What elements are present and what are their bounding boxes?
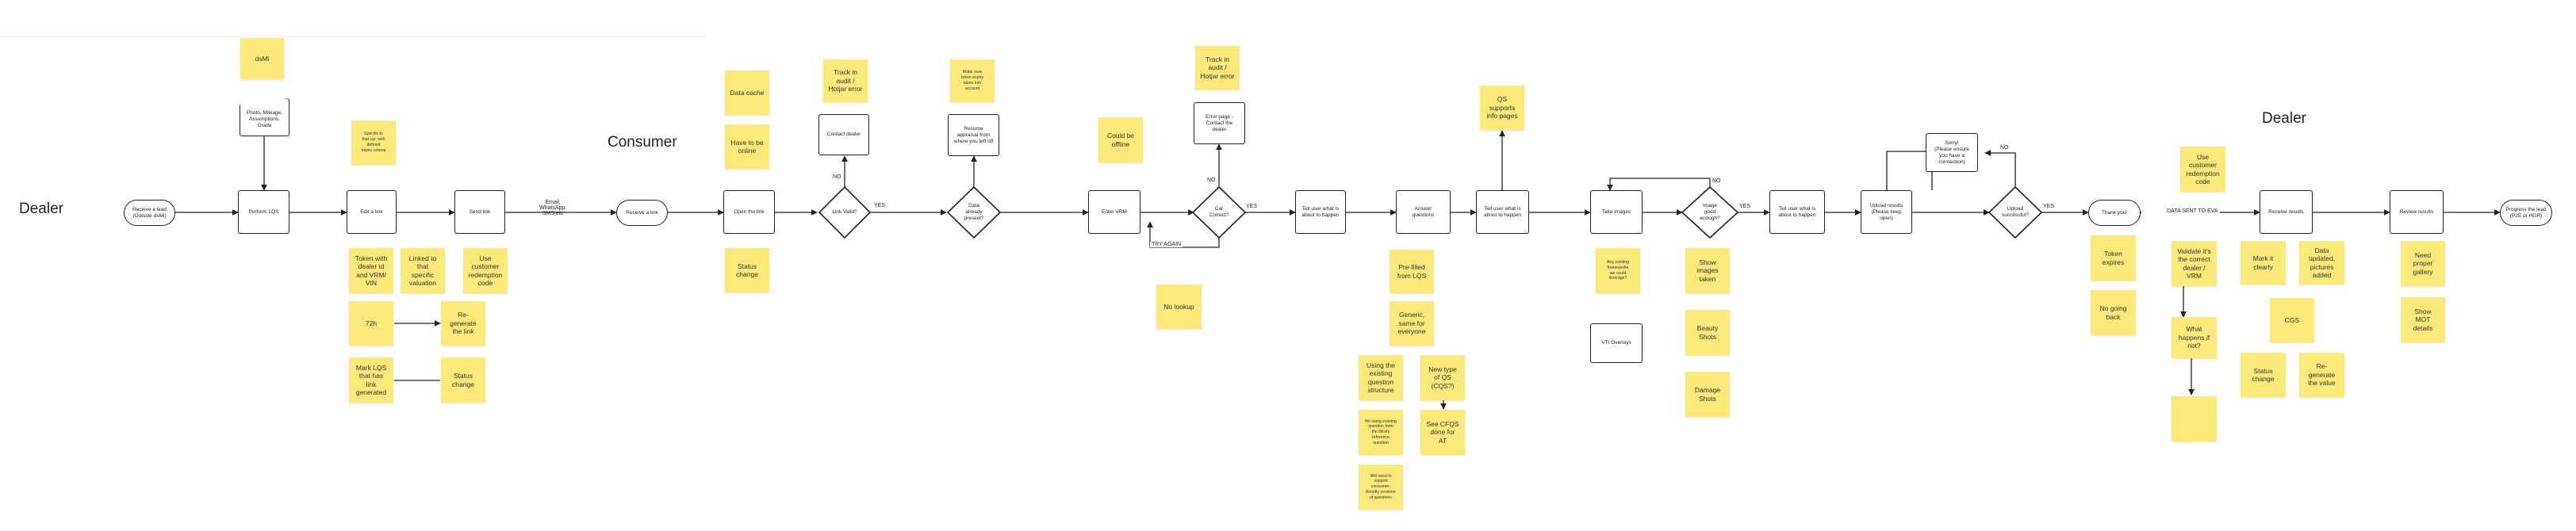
node-take-images[interactable]: Take images [1590,190,1643,234]
node-enter-vrm[interactable]: Enter VRM [1088,190,1140,234]
edge-label-yes-upload: YES [2043,204,2055,209]
sticky-regenerate-value[interactable]: Re- generate the value [2299,353,2344,397]
sticky-track-audit-2[interactable]: Track in audit / Hotjar error [1195,46,1240,90]
node-tell-user-3[interactable]: Tell user what is about to happen [1769,190,1825,234]
edge-label-channels: Email, WhatsApp, SMS etc [539,200,567,216]
sticky-show-mot[interactable]: Show MOT details [2401,297,2445,342]
sticky-will-need[interactable]: Will need to support consumer- friendly … [1359,464,1403,510]
edge-label-yes-link: YES [874,203,886,208]
edge-label-yes-image: YES [1739,204,1751,209]
node-data-already-present: Data already present? [964,203,984,221]
sticky-mark-lqs[interactable]: Mark LQS that has link generated [349,357,393,403]
sticky-make-sure-token[interactable]: Make sure token expiry taken into accoun… [950,59,995,102]
sticky-see-cfqs[interactable]: See CFQS done for AT [1420,410,1465,455]
sticky-qs-supports[interactable]: QS supports info pages [1480,86,1524,130]
node-receive-link[interactable]: Receive a link [616,200,668,226]
sticky-linked-valuation[interactable]: Linked to that specific valuation [401,248,445,293]
node-tell-user-1[interactable]: Tell user what is about to happen [1295,190,1346,234]
node-send-link[interactable]: Send link [454,190,505,234]
sticky-dsmi[interactable]: dsMi [240,38,284,79]
sticky-any-existing[interactable]: Any existing frameworks we could leverag… [1596,248,1640,293]
sticky-status-change-3[interactable]: Status change [2241,353,2286,397]
edge-label-no-link: NO [833,174,841,180]
node-thank-you[interactable]: Thank you! [2088,200,2141,226]
sticky-no-lookup[interactable]: No lookup [1156,285,1202,329]
node-resume-appraisal[interactable]: Resume appraisal from where you left off [948,114,999,156]
sticky-no-using-existing[interactable]: No using existing question from the libr… [1359,410,1403,455]
node-link-valid: Link Valid? [832,209,857,215]
sticky-data-updated[interactable]: Data updated, pictures added [2299,241,2344,285]
node-review-results[interactable]: Review results [2390,190,2444,234]
sticky-cgs[interactable]: CGS [2270,298,2314,342]
node-edit-link[interactable]: Edit a link [347,190,397,234]
node-image-good: Image good enough? [1700,203,1720,221]
sticky-could-offline[interactable]: Could be offline [1098,117,1143,162]
sticky-new-type[interactable]: New type of QS (CQS?) [1420,355,1465,400]
node-receive-results[interactable]: Receive results [2260,190,2313,234]
sticky-track-audit-1[interactable]: Track in audit / Hotjar error [823,59,868,102]
node-contact-dealer[interactable]: Contact dealer [818,114,869,155]
edge-label-yes-car: YES [1246,204,1258,209]
edge-label-data-sent: DATA SENT TO EVA [2165,208,2220,214]
sticky-what-happens[interactable]: What happens if not? [2172,317,2217,358]
node-upload-results[interactable]: Upload results (Please keep open) [1861,190,1912,234]
node-open-link[interactable]: Open the link [723,190,775,234]
node-progress-lead[interactable]: Progress the lead (P2E or HGR) [2500,200,2552,226]
sticky-no-going-back[interactable]: No going back [2091,290,2136,335]
node-receive-lead[interactable]: Receive a lead (Outside dsMi) [124,200,175,226]
sticky-damage-shots[interactable]: Damage Shots [1685,372,1730,417]
heading-dealer-left: Dealer [19,201,63,217]
sticky-have-online[interactable]: Have to be online [725,124,769,169]
sticky-72h[interactable]: 72h [349,301,393,346]
sticky-generic[interactable]: Generic, same for everyone [1390,301,1434,346]
node-vti-overlays[interactable]: VTI Overlays [1590,323,1643,363]
sticky-use-code-1[interactable]: Use customer redemption code [463,248,508,293]
sticky-data-cache[interactable]: Data cache [725,71,769,115]
sticky-token-expires[interactable]: Token expires [2091,235,2136,281]
node-perform-lqs[interactable]: Perform LQS [238,190,289,234]
heading-dealer-right: Dealer [2262,110,2306,127]
node-car-correct: Car Correct? [1209,206,1229,218]
sticky-beauty-shots[interactable]: Beauty Shots [1685,310,1730,355]
edge-label-no-car: NO [1207,178,1216,183]
node-answer-questions[interactable]: Answer questions [1396,190,1451,234]
heading-consumer: Consumer [608,134,677,151]
sticky-regenerate-link[interactable]: Re- generate the link [441,301,485,346]
node-tell-user-2[interactable]: Tell user what is about to happen [1476,190,1529,234]
sticky-need-gallery[interactable]: Need proper gallery [2401,241,2445,286]
edge-label-no-upload: NO [2000,145,2009,151]
sticky-use-code-2[interactable]: Use customer redemption code [2180,147,2225,192]
sticky-token[interactable]: Token with dealer id and VRM/ VIN [349,248,393,293]
edge-label-no-image: NO [1712,178,1721,184]
sticky-mark-clearly[interactable]: Mark it clearly [2241,241,2286,285]
sticky-status-change-2[interactable]: Status change [725,248,769,292]
sticky-specific[interactable]: Specific to that car, with defined expir… [351,120,396,165]
sticky-validate[interactable]: Validate it's the correct dealer / VRM [2172,241,2217,286]
node-sorry[interactable]: Sorry! (Please ensure you have a connect… [1926,133,1978,172]
sticky-prefilled[interactable]: Pre-filled from LQS [1390,250,1434,293]
sticky-show-images[interactable]: Show images taken [1685,248,1730,293]
node-upload-successful: Upload successful? [2002,206,2029,218]
sticky-status-change-1[interactable]: Status change [441,357,485,403]
node-error-page[interactable]: Error page - Contact the dealer [1194,102,1245,144]
edge-label-try-again: TRY AGAIN [1150,242,1183,247]
sticky-using-existing[interactable]: Using the existing question structure [1359,355,1403,400]
sticky-empty[interactable] [2172,396,2217,441]
